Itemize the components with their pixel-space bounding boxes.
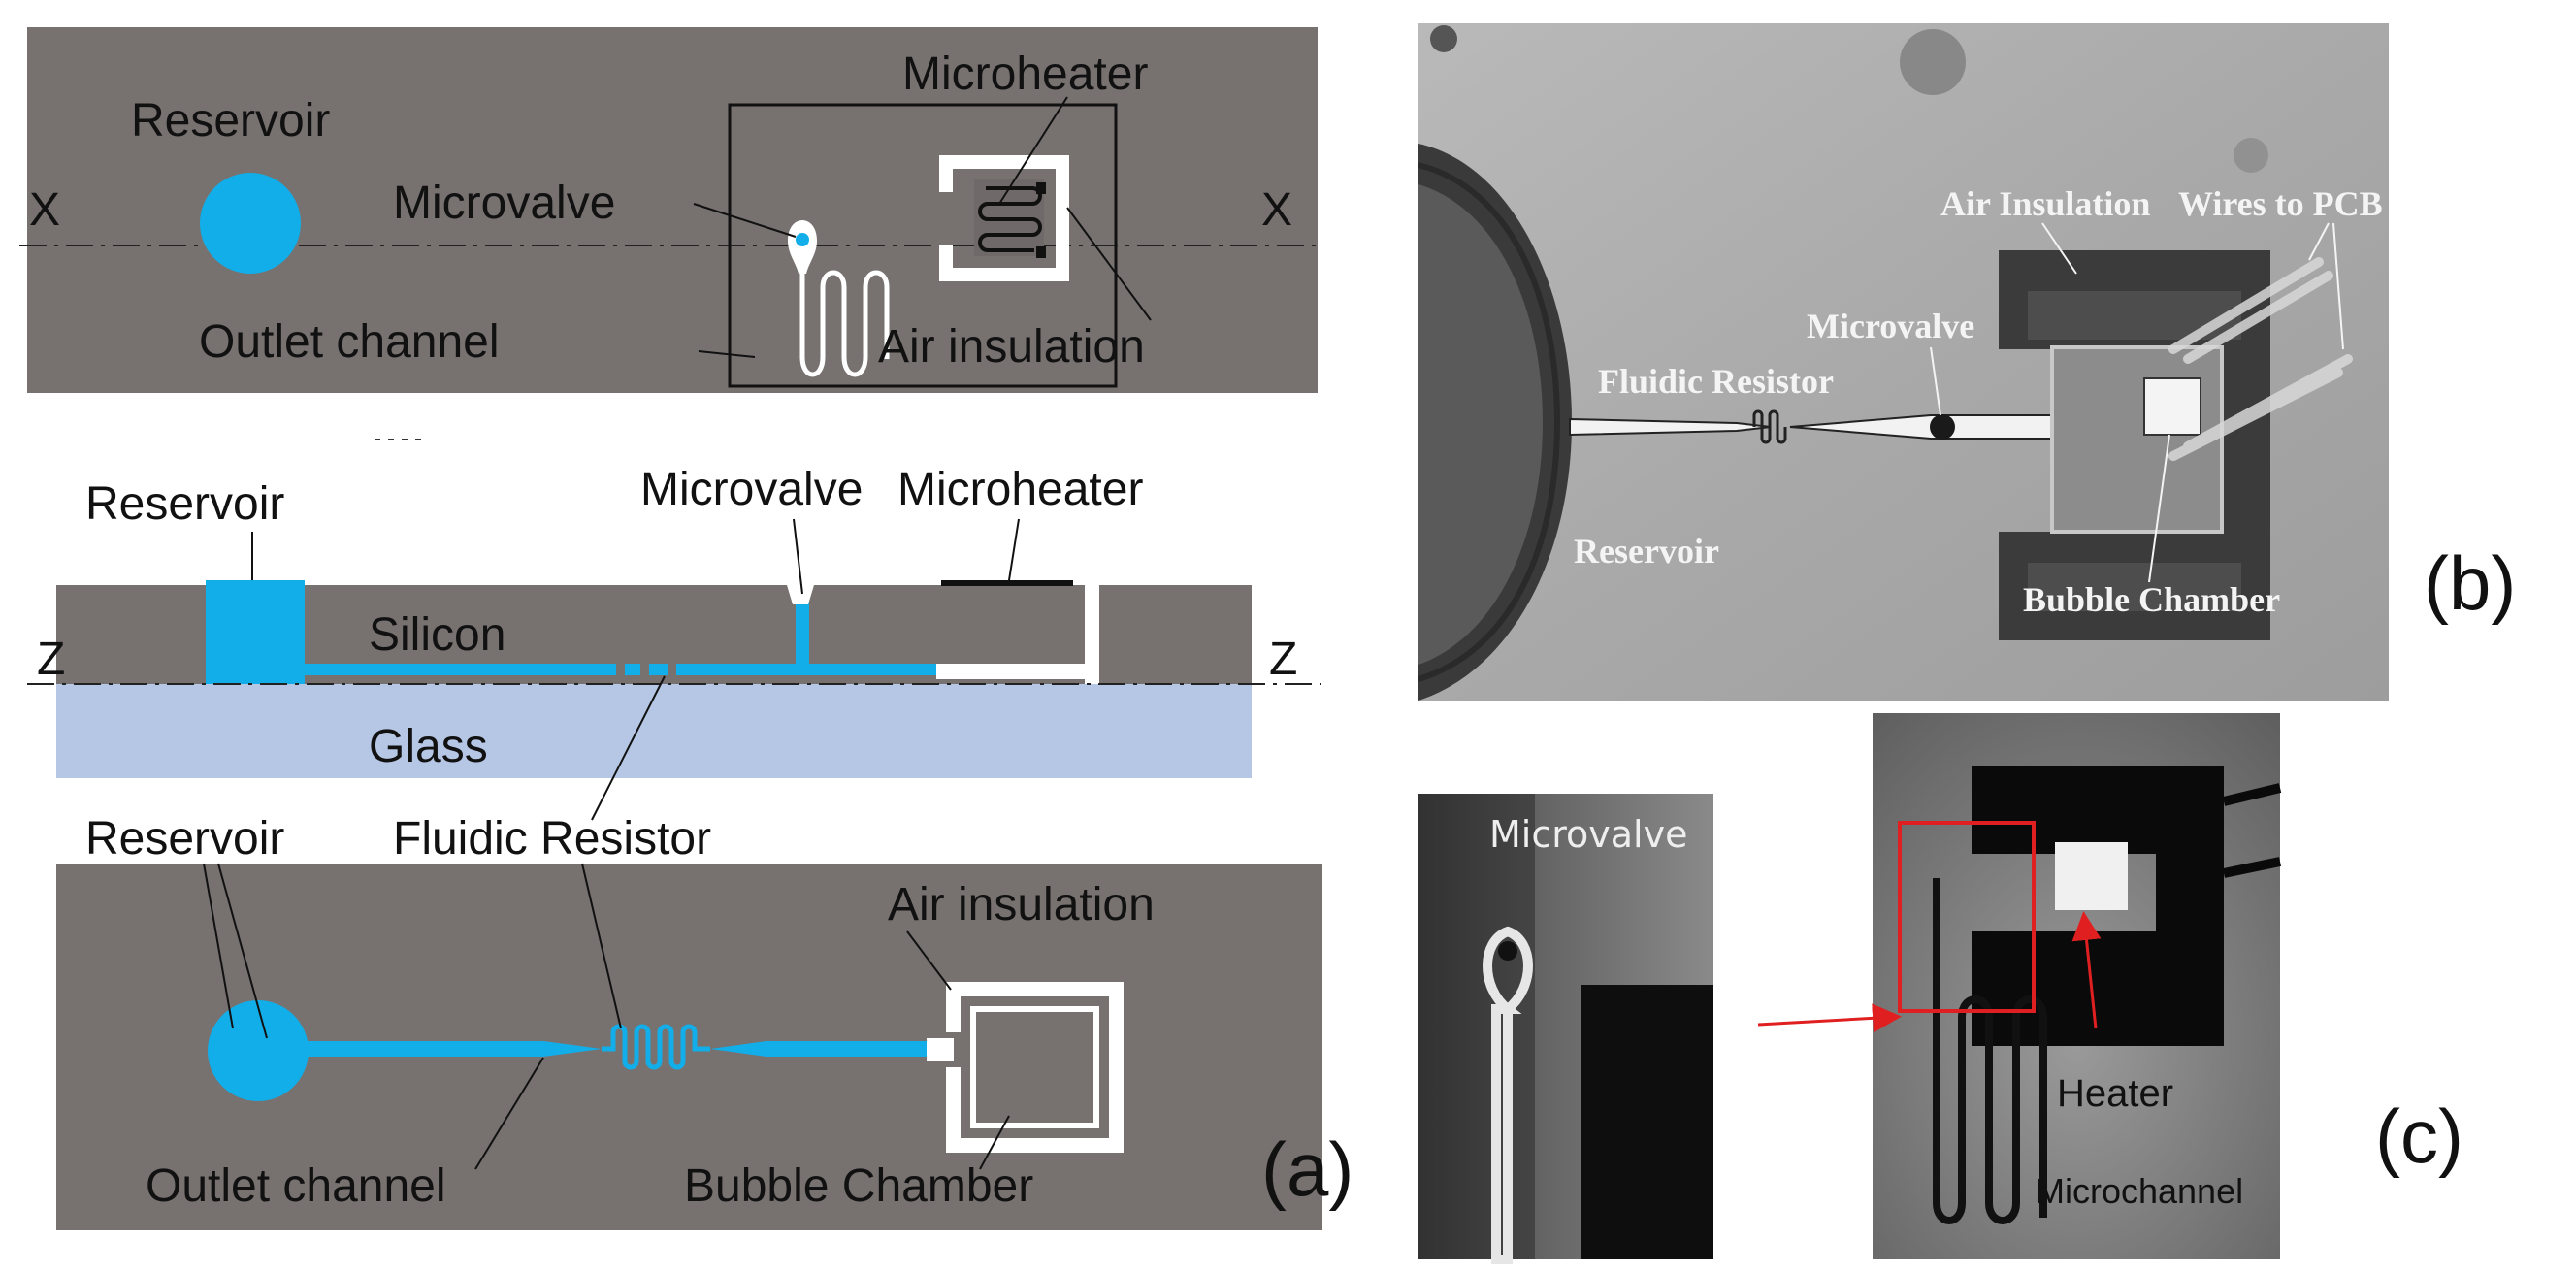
photo-b-chamber — [2143, 377, 2201, 436]
cross-section-panel: Reservoir Microvalve Microheater Silicon… — [27, 464, 1321, 778]
cross-reservoir — [206, 580, 305, 684]
photo-b-resistor-label: Fluidic Resistor — [1598, 362, 1834, 401]
photo-c-microchannel-label: Microchannel — [2036, 1171, 2243, 1211]
photo-b-panel: Air Insulation Wires to PCB Microvalve F… — [1418, 23, 2389, 701]
photo-c-zoom-box — [1898, 821, 2036, 1013]
photo-b-channel — [1569, 417, 1772, 437]
photo-c-microvalve-drop — [1483, 926, 1533, 1264]
cross-resistor-leader — [591, 675, 666, 821]
panel-label-c: (c) — [2375, 1093, 2463, 1179]
bottom-air-insulation-label: Air insulation — [888, 879, 1155, 930]
photo-c-microvalve-label: Microvalve — [1489, 813, 1687, 856]
photo-b-wires-leader-2 — [2332, 222, 2344, 350]
photo-c-heater-square — [2055, 842, 2128, 910]
top-axis-left: X — [29, 184, 60, 236]
bottom-reservoir-label: Reservoir — [85, 813, 284, 864]
fluidic-resistor-serpentine — [602, 1024, 710, 1070]
bottom-channel-right — [710, 1041, 927, 1057]
top-microheater-leader — [998, 96, 1068, 205]
cross-axis-right: Z — [1269, 634, 1297, 685]
photo-b-wires — [2168, 257, 2353, 461]
bottom-resistor-leader — [581, 863, 622, 1029]
photo-b-resistor — [1752, 409, 1787, 444]
photo-c-left-dark-block — [1581, 985, 1713, 1259]
photo-b-valve-dot — [1930, 414, 1955, 440]
glass-layer — [56, 684, 1252, 778]
photo-c-heater-arrow — [2071, 911, 2102, 1029]
photo-c-panel: Microvalve Heater Microchannel — [1418, 713, 2282, 1264]
bottom-fluidic-resistor-label: Fluidic Resistor — [393, 813, 711, 864]
cross-heater-bar — [941, 580, 1073, 586]
top-outlet-label: Outlet channel — [199, 316, 500, 368]
photo-b-microvalve-label: Microvalve — [1807, 307, 1974, 345]
top-microvalve-leader — [693, 203, 797, 238]
cross-axis-left: Z — [37, 634, 65, 685]
photo-c-heater-label: Heater — [2057, 1072, 2173, 1115]
top-outlet-leader — [698, 350, 756, 358]
bottom-air-leader — [906, 930, 952, 991]
photo-c-microchannel — [1933, 878, 2047, 1224]
top-reservoir-circle — [200, 173, 301, 274]
top-axis-right: X — [1261, 184, 1292, 236]
cross-air-gap — [936, 664, 1092, 679]
bubble-chamber — [970, 1006, 1099, 1128]
top-air-insulation-label: Air insulation — [878, 321, 1145, 373]
photo-b-wires-label: Wires to PCB — [2178, 184, 2383, 223]
top-view-panel: Reservoir X X Microvalve Microheater Out… — [19, 27, 1321, 393]
top-air-leader — [1066, 207, 1152, 321]
photo-c-zoom-arrow — [1757, 1003, 1902, 1033]
cross-microvalve-label: Microvalve — [640, 464, 863, 515]
top-microheater-label: Microheater — [902, 49, 1148, 100]
photo-b-bubble-leader — [2148, 434, 2170, 583]
heater-box — [728, 103, 1118, 388]
photo-b-air-leader — [2041, 222, 2077, 275]
panel-label-a: (a) — [1261, 1126, 1353, 1212]
silicon-label: Silicon — [369, 609, 505, 661]
outlet-serpentine — [799, 270, 890, 377]
glass-label: Glass — [369, 721, 488, 772]
bottom-outlet-channel — [301, 1041, 602, 1057]
cross-reservoir-label: Reservoir — [85, 478, 284, 530]
photo-b-bubble-label: Bubble Chamber — [2023, 580, 2280, 619]
bottom-bubble-chamber-label: Bubble Chamber — [684, 1160, 1033, 1212]
top-air-insulation — [939, 155, 1069, 281]
top-microvalve-label: Microvalve — [393, 178, 615, 229]
bottom-outlet-label: Outlet channel — [146, 1160, 446, 1212]
photo-b-reservoir-label: Reservoir — [1574, 532, 1719, 571]
cross-microvalve-leader — [793, 518, 803, 595]
bottom-bubble-leader — [979, 1115, 1010, 1170]
top-microvalve-drop — [788, 220, 817, 274]
bubble-chamber-neck — [927, 1038, 954, 1061]
photo-b-microvalve-leader — [1930, 346, 1941, 416]
bottom-outlet-leader — [474, 1057, 544, 1170]
bottom-reservoir-circle — [208, 1000, 309, 1101]
channel-view-panel: Reservoir Fluidic Resistor Air insulatio… — [56, 675, 1322, 1230]
microheater-serpentine — [978, 186, 1042, 252]
cross-microheater-leader — [1008, 518, 1020, 581]
bottom-reservoir-leader-1 — [203, 863, 234, 1029]
cross-valve-opening — [787, 585, 814, 604]
bottom-reservoir-leader-2 — [217, 863, 268, 1039]
photo-b-air-insulation-label: Air Insulation — [1940, 184, 2150, 223]
top-reservoir-label: Reservoir — [131, 95, 330, 147]
cross-microheater-label: Microheater — [897, 464, 1143, 515]
panel-label-b: (b) — [2424, 540, 2516, 626]
silicon-layer-right — [1099, 585, 1252, 684]
photo-b-wires-leader-1 — [2308, 222, 2330, 261]
